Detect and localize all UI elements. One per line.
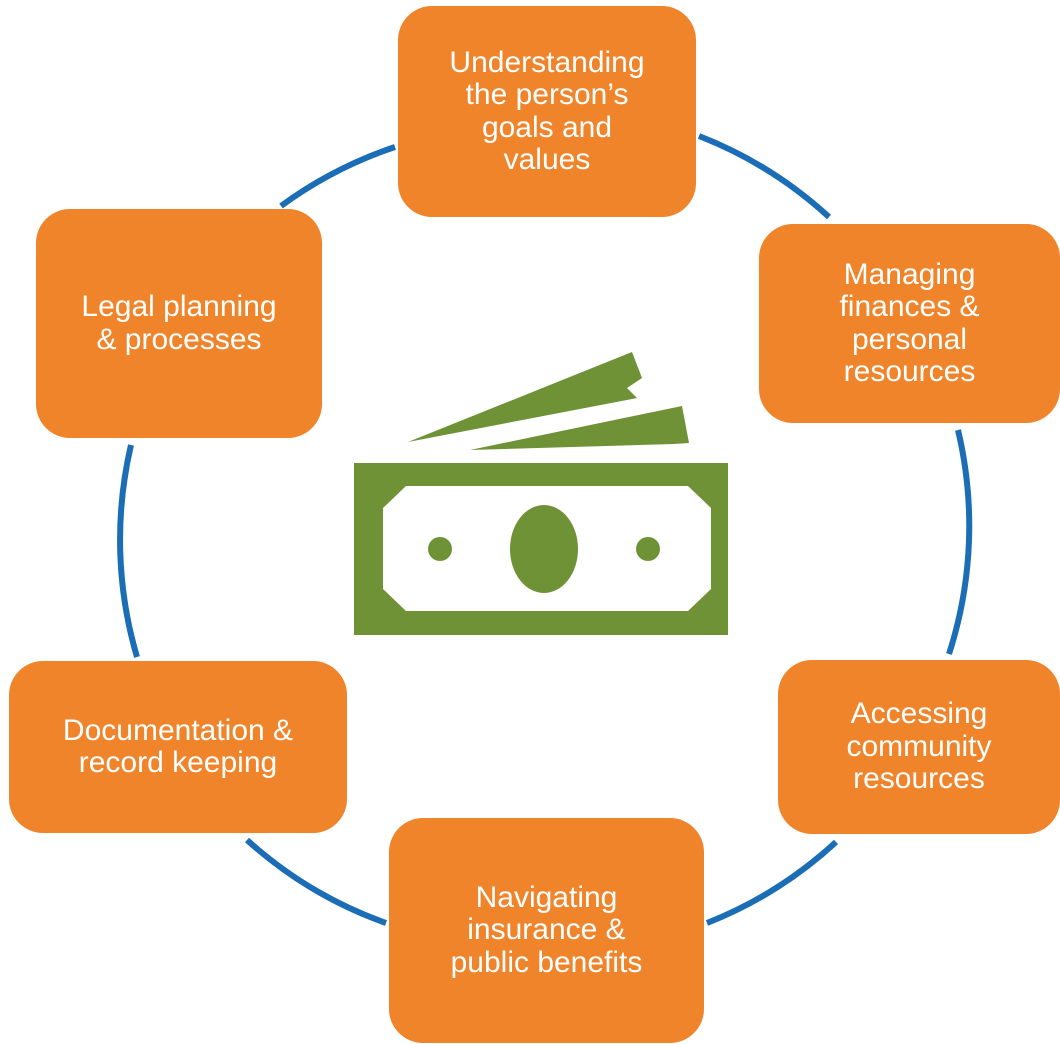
ring-arc-documentation-legal (117, 444, 140, 658)
ring-arc-goals-finances (697, 133, 832, 220)
node-label: Navigating insurance & public benefits (450, 880, 643, 979)
money-bills-icon (354, 352, 728, 635)
node-legal-planning: Legal planning & processes (36, 209, 322, 438)
ring-arc-insurance-documentation (244, 837, 388, 926)
node-label: Documentation & record keeping (62, 713, 294, 779)
node-label: Accessing community resources (846, 697, 992, 796)
node-documentation: Documentation & record keeping (9, 661, 347, 833)
node-label: Understanding the person’s goals and val… (449, 45, 645, 176)
ring-arc-finances-community (946, 429, 973, 655)
node-label: Legal planning & processes (81, 290, 277, 356)
ring-arc-legal-goals (279, 144, 396, 209)
node-understanding-goals: Understanding the person’s goals and val… (398, 6, 696, 217)
ring-arc-community-insurance (705, 839, 839, 926)
node-insurance-benefits: Navigating insurance & public benefits (389, 818, 704, 1043)
node-managing-finances: Managing finances & personal resources (759, 224, 1060, 423)
node-community-resources: Accessing community resources (778, 660, 1060, 834)
node-label: Managing finances & personal resources (839, 257, 980, 388)
